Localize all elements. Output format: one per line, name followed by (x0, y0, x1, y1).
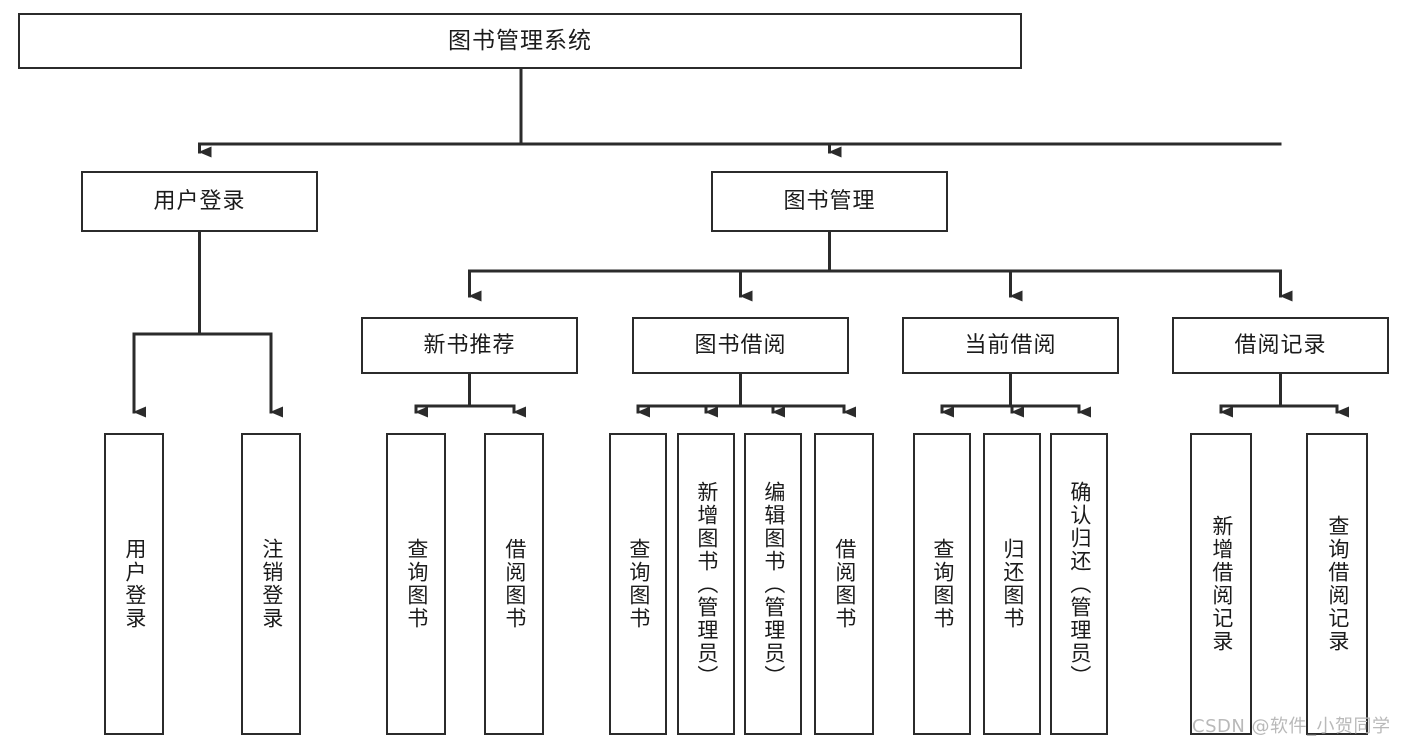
node-level2[interactable]: 图书管理 (711, 171, 948, 232)
node-leaf[interactable]: 查询图书 (609, 433, 667, 735)
node-leaf[interactable]: 注销登录 (241, 433, 301, 735)
node-level3[interactable]: 图书借阅 (632, 317, 849, 374)
node-label: 查询图书 (404, 538, 428, 630)
node-label: 编辑图书（管理员） (761, 480, 785, 688)
node-label: 查询借阅记录 (1325, 515, 1349, 653)
watermark: CSDN @软件_小贺同学 (1192, 716, 1391, 737)
node-label: 注销登录 (259, 538, 283, 630)
node-leaf[interactable]: 编辑图书（管理员） (744, 433, 802, 735)
node-root[interactable]: 图书管理系统 (18, 13, 1022, 69)
node-leaf[interactable]: 查询图书 (386, 433, 446, 735)
node-label: 图书管理系统 (448, 27, 592, 54)
node-label: 新增图书（管理员） (694, 480, 718, 688)
node-leaf[interactable]: 查询图书 (913, 433, 971, 735)
node-label: 用户登录 (153, 188, 246, 214)
node-label: 归还图书 (1000, 538, 1024, 630)
node-leaf[interactable]: 确认归还（管理员） (1050, 433, 1108, 735)
node-leaf[interactable]: 用户登录 (104, 433, 164, 735)
node-level3[interactable]: 当前借阅 (902, 317, 1119, 374)
node-leaf[interactable]: 新增图书（管理员） (677, 433, 735, 735)
node-level3[interactable]: 借阅记录 (1172, 317, 1389, 374)
node-level3[interactable]: 新书推荐 (361, 317, 578, 374)
node-level2[interactable]: 用户登录 (81, 171, 318, 232)
node-label: 借阅记录 (1234, 332, 1327, 358)
node-label: 借阅图书 (502, 538, 526, 630)
node-leaf[interactable]: 归还图书 (983, 433, 1041, 735)
node-label: 图书借阅 (694, 332, 787, 358)
node-leaf[interactable]: 借阅图书 (814, 433, 874, 735)
node-label: 新书推荐 (423, 332, 516, 358)
node-leaf[interactable]: 查询借阅记录 (1306, 433, 1368, 735)
node-label: 查询图书 (626, 538, 650, 630)
node-label: 用户登录 (122, 538, 146, 630)
node-leaf[interactable]: 借阅图书 (484, 433, 544, 735)
node-label: 图书管理 (783, 188, 876, 214)
node-label: 当前借阅 (964, 332, 1057, 358)
node-label: 查询图书 (930, 538, 954, 630)
node-label: 借阅图书 (832, 538, 856, 630)
node-leaf[interactable]: 新增借阅记录 (1190, 433, 1252, 735)
node-label: 确认归还（管理员） (1067, 480, 1091, 688)
node-label: 新增借阅记录 (1209, 515, 1233, 653)
